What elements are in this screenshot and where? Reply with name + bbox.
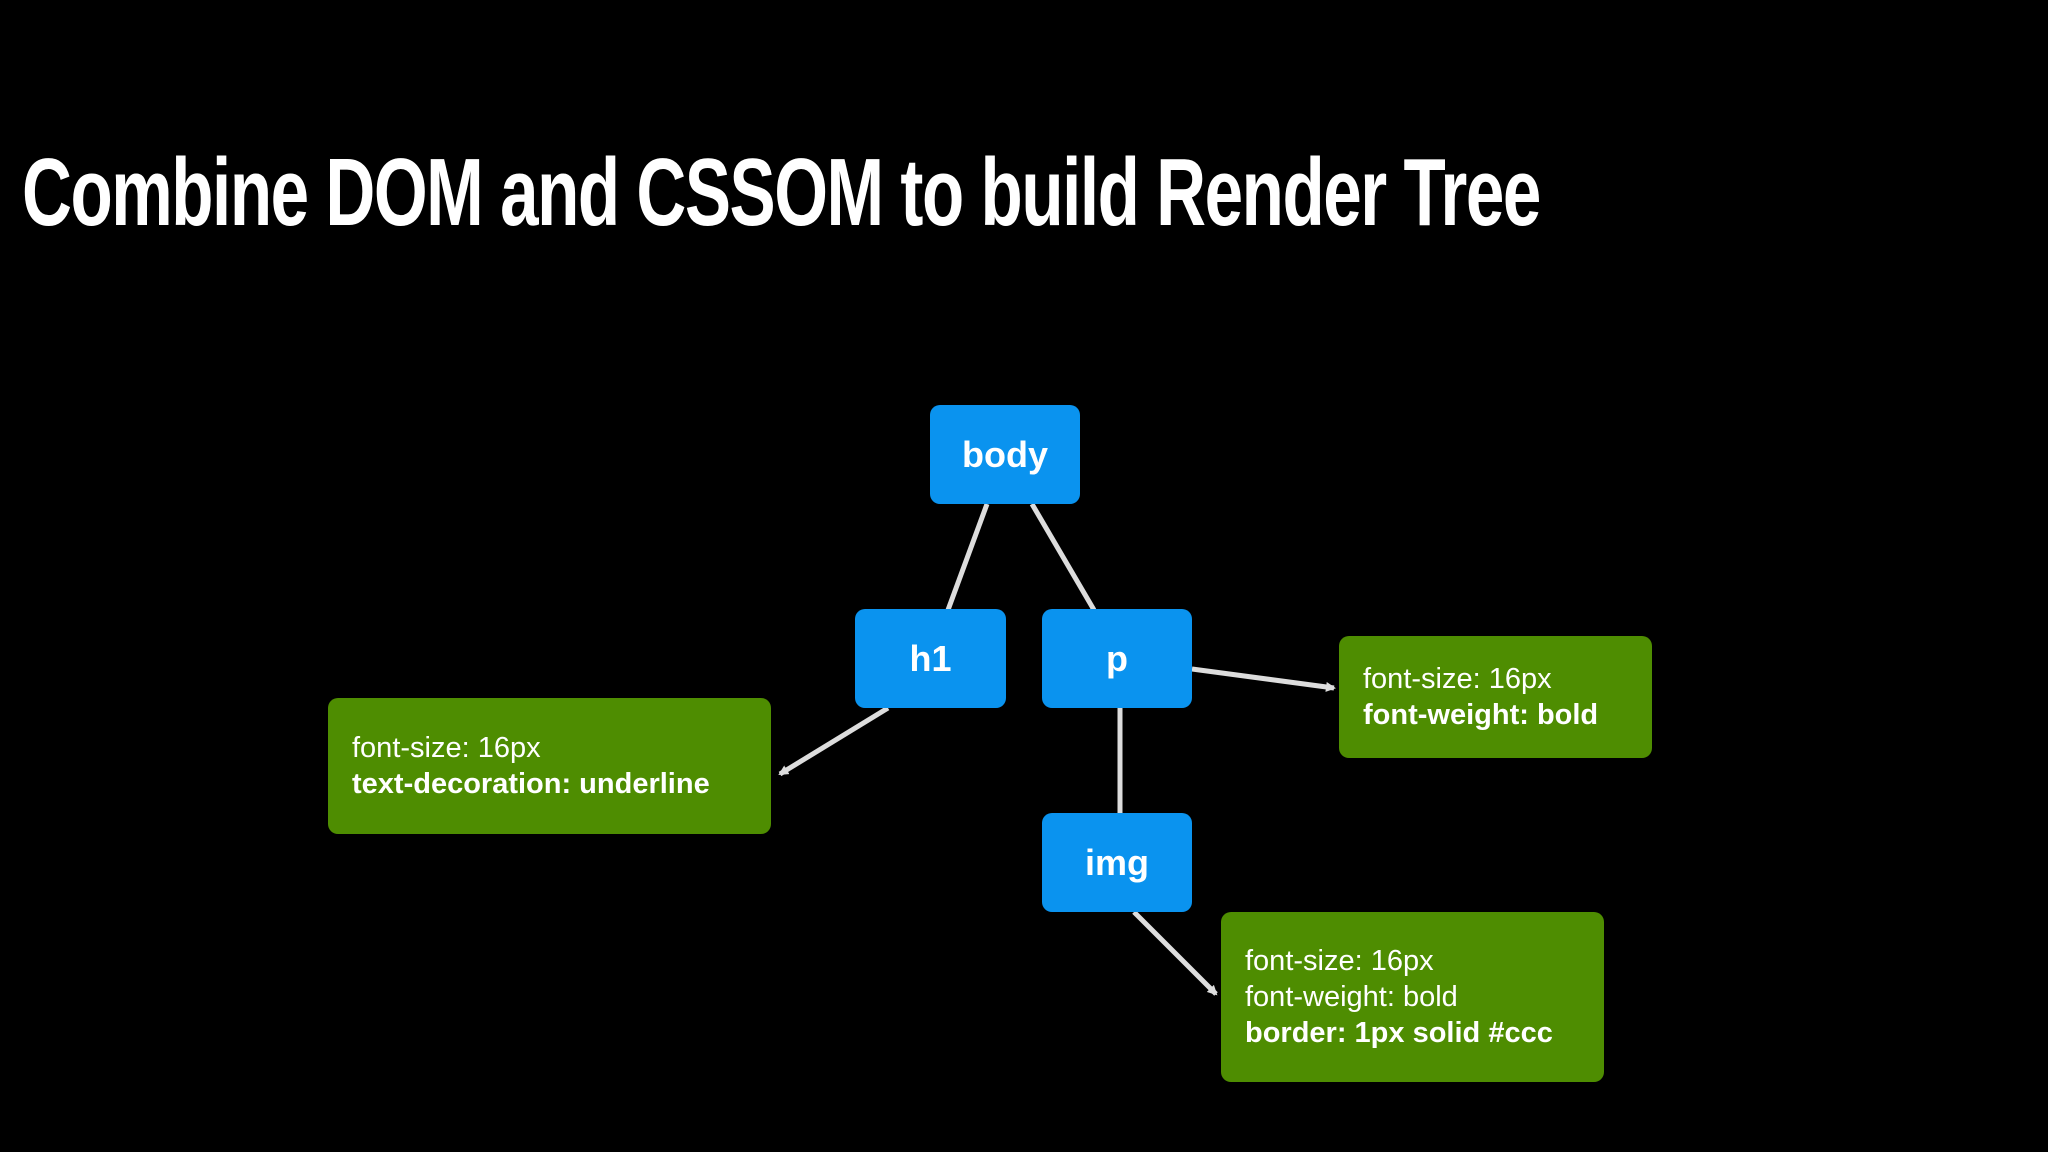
img-computed-styles: font-size: 16px font-weight: bold border…	[1221, 912, 1604, 1082]
edge-body-p	[1029, 502, 1097, 612]
node-img: img	[1042, 813, 1192, 912]
p-computed-styles: font-size: 16px font-weight: bold	[1339, 636, 1652, 758]
slide-title: Combine DOM and CSSOM to build Render Tr…	[22, 139, 1541, 246]
arrow-img-styles	[1132, 910, 1218, 996]
h1-style-font-size: font-size: 16px	[352, 732, 541, 764]
h1-computed-styles: font-size: 16px text-decoration: underli…	[328, 698, 771, 834]
img-style-border: border: 1px solid #ccc	[1245, 1017, 1553, 1049]
arrow-p-styles	[1191, 666, 1336, 692]
node-h1: h1	[855, 609, 1006, 708]
h1-style-text-decoration: text-decoration: underline	[352, 768, 710, 800]
img-style-font-weight: font-weight: bold	[1245, 981, 1458, 1013]
node-body: body	[930, 405, 1080, 504]
img-style-font-size: font-size: 16px	[1245, 945, 1434, 977]
arrow-h1-styles	[778, 705, 890, 777]
node-p: p	[1042, 609, 1192, 708]
p-style-font-size: font-size: 16px	[1363, 663, 1552, 695]
p-style-font-weight: font-weight: bold	[1363, 699, 1599, 731]
edge-body-h1	[945, 503, 990, 611]
